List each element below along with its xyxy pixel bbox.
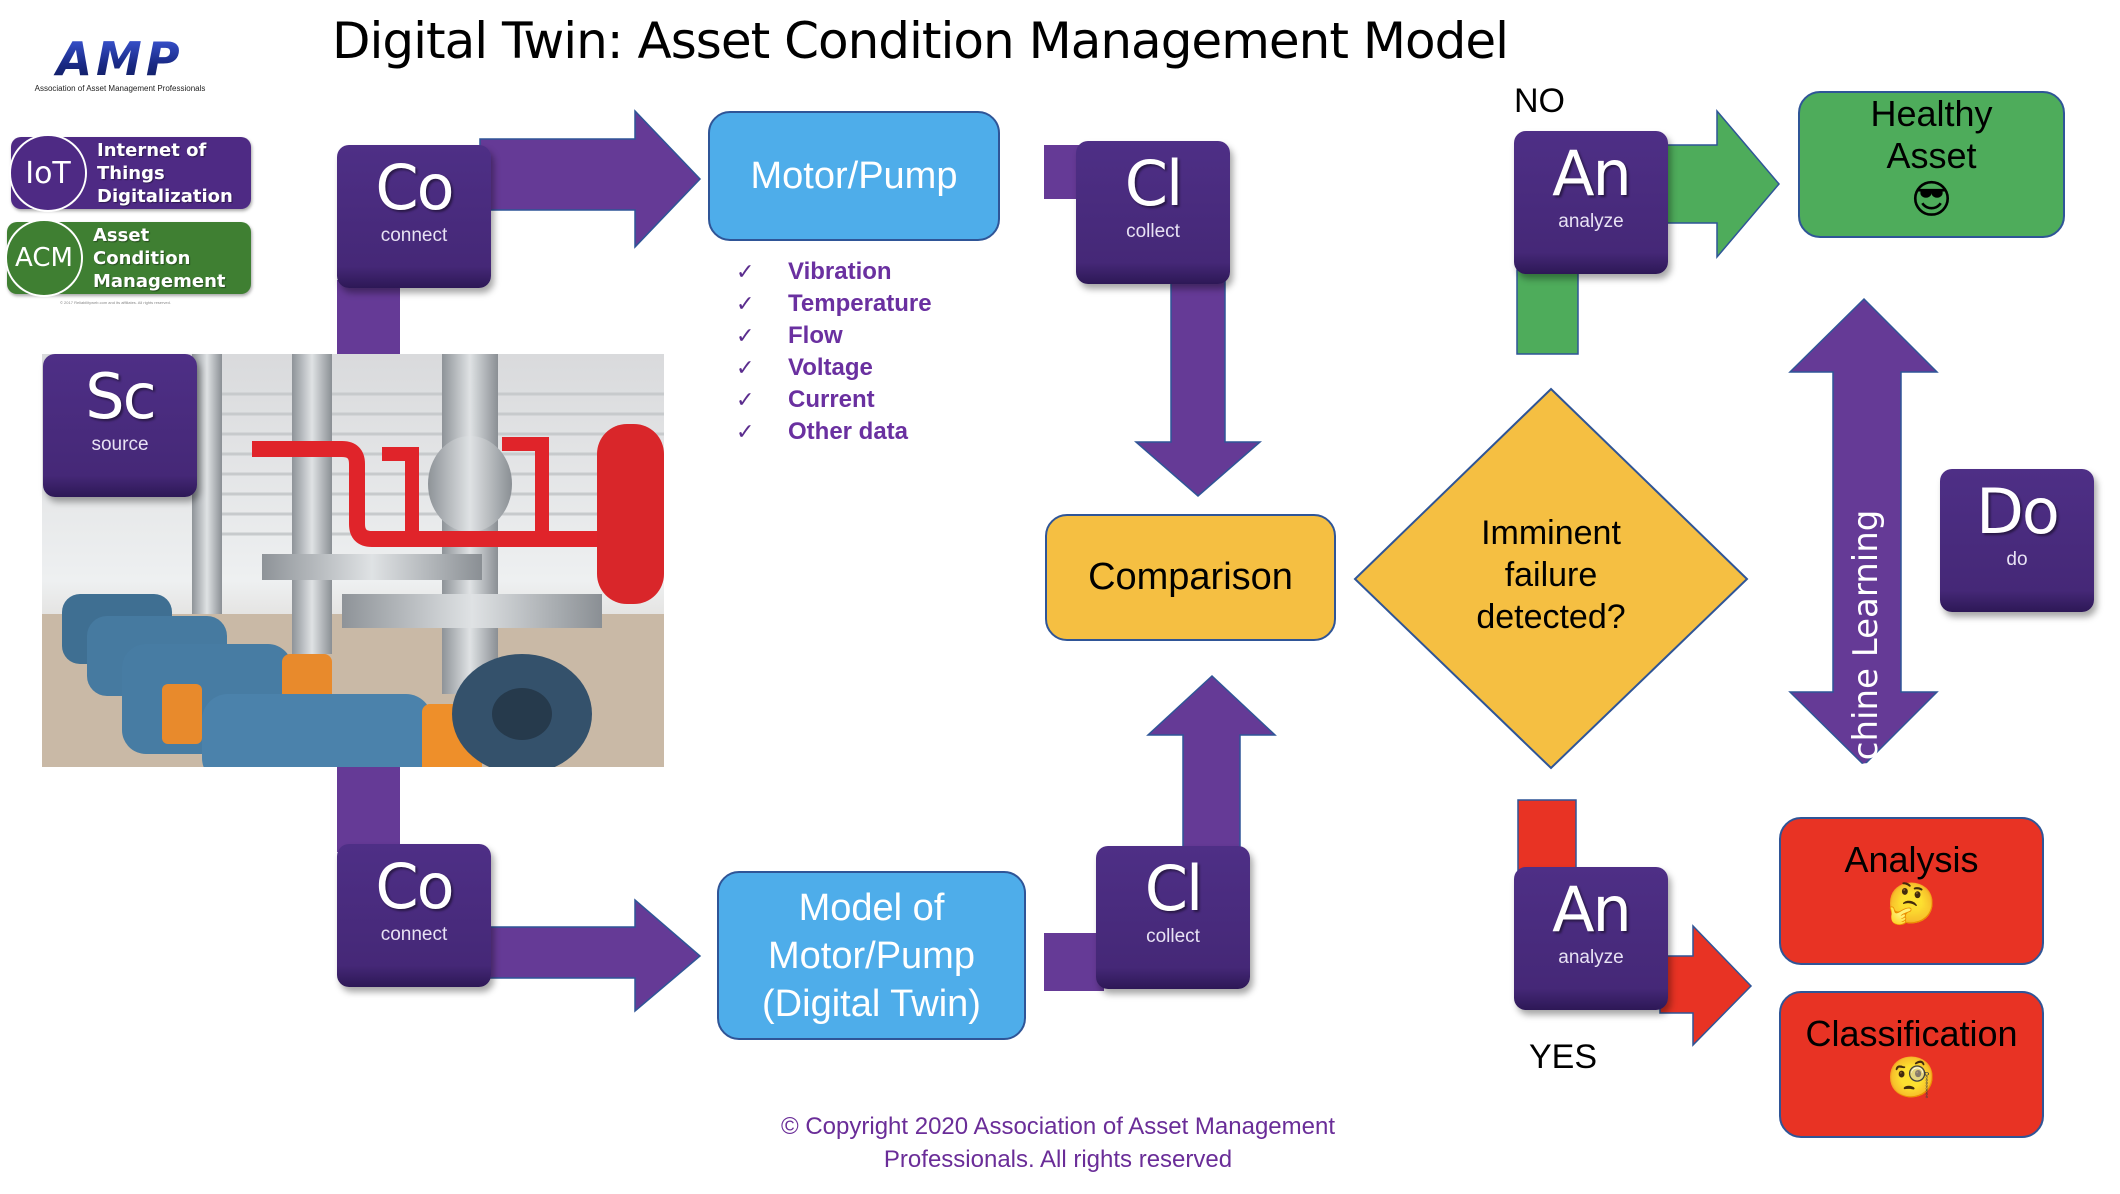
check-icon: ✓ [736,355,755,380]
collect-word: collect [1126,221,1180,242]
checklist-item: ✓Voltage [736,352,932,384]
acm-badge-line1: Asset Condition [93,224,191,269]
do-tile: Do do [1940,469,2094,612]
collect-tile-top: Cl collect [1076,141,1230,284]
connector-no-branch [1516,269,1579,355]
machine-learning-double-arrow [1788,297,1939,767]
classification-box: Classification 🧐 [1779,991,2044,1138]
connect-symbol: Co [375,151,454,224]
arrow-collect-to-comparison [1133,279,1263,497]
machine-learning-label: Machine Learning [1846,509,1886,811]
amp-logo-letters: AMP [30,36,210,82]
arrow-collect-to-comparison-up [1146,674,1277,851]
acm-badge-icon: ACM [5,219,83,297]
source-word: source [91,434,149,455]
connector-yes-branch [1517,799,1577,876]
connect-word: connect [380,924,448,945]
connect-tile-bottom: Co connect [337,844,491,987]
sensor-data-checklist: ✓Vibration ✓Temperature ✓Flow ✓Voltage ✓… [736,256,932,448]
healthy-asset-box: Healthy Asset 😎 [1798,91,2065,238]
analyze-symbol: An [1552,873,1632,946]
analysis-box: Analysis 🤔 [1779,817,2044,965]
digital-twin-model-box: Model of Motor/Pump (Digital Twin) [717,871,1026,1040]
arrow-to-healthy-asset [1659,108,1780,260]
analyze-tile-bottom: An analyze [1514,867,1668,1010]
connect-tile-top: Co connect [337,145,491,288]
iot-badge-line2: Digitalization [97,185,233,207]
amp-logo: AMP Association of Asset Management Prof… [30,36,210,93]
pump-room-photo [42,354,664,767]
check-icon: ✓ [736,291,755,316]
iot-badge-icon: IoT [9,134,87,212]
checklist-item: ✓Temperature [736,288,932,320]
checklist-item: ✓Current [736,384,932,416]
model-line1: Model of [798,886,945,929]
arrow-connect-to-motor [479,109,702,249]
amp-logo-subtitle: Association of Asset Management Professi… [34,84,206,93]
iot-badge: IoT Internet of Things Digitalization [9,134,251,212]
connect-symbol: Co [375,850,454,923]
check-icon: ✓ [736,259,755,284]
page-title: Digital Twin: Asset Condition Management… [332,12,1509,70]
check-icon: ✓ [736,323,755,348]
model-line3: (Digital Twin) [762,982,981,1025]
badge-fine-print: © 2017 Reliabilityweb.com and its affili… [60,300,171,305]
do-symbol: Do [1976,475,2060,548]
collect-word: collect [1146,926,1200,947]
collect-tile-bottom: Cl collect [1096,846,1250,989]
sunglasses-face-icon: 😎 [1910,177,1953,223]
check-icon: ✓ [736,419,755,444]
checklist-item: ✓Flow [736,320,932,352]
source-symbol: Sc [85,360,156,433]
no-branch-label: NO [1514,82,1565,120]
analyze-word: analyze [1558,947,1624,968]
acm-badge: ACM Asset Condition Management [5,219,251,297]
do-word: do [2006,549,2028,570]
connector-source-to-co-bottom [337,762,400,852]
motor-pump-box: Motor/Pump [708,111,1000,241]
decision-diamond [1353,387,1749,770]
check-icon: ✓ [736,387,755,412]
arrow-connect-to-model [479,898,702,1013]
analyze-word: analyze [1558,211,1624,232]
motor-pump-label: Motor/Pump [750,155,958,197]
checklist-item: ✓Other data [736,416,932,448]
iot-badge-line1: Internet of Things [97,139,207,184]
decision-text: Imminent failure detected? [1476,514,1626,636]
arrow-to-analysis [1659,924,1753,1047]
analyze-symbol: An [1552,137,1632,210]
analyze-tile-top: An analyze [1514,131,1668,274]
collect-symbol: Cl [1144,852,1204,925]
acm-badge-line2: Management [93,270,226,292]
monocle-face-icon: 🧐 [1886,1055,1937,1101]
connector-co-top-to-source [337,280,400,360]
comparison-label: Comparison [1088,556,1293,598]
thinking-face-icon: 🤔 [1886,881,1937,927]
collect-symbol: Cl [1124,147,1184,220]
yes-branch-label: YES [1529,1038,1598,1076]
model-line2: Motor/Pump [768,934,975,977]
connector-model-to-collect [1044,933,1104,991]
connect-word: connect [380,225,448,246]
comparison-box: Comparison [1045,514,1336,641]
copyright-notice: © Copyright 2020 Association of Asset Ma… [780,1113,1335,1173]
pump-room-illustration [42,354,664,767]
checklist-item: ✓Vibration [736,256,932,288]
source-tile: Sc source [43,354,197,497]
